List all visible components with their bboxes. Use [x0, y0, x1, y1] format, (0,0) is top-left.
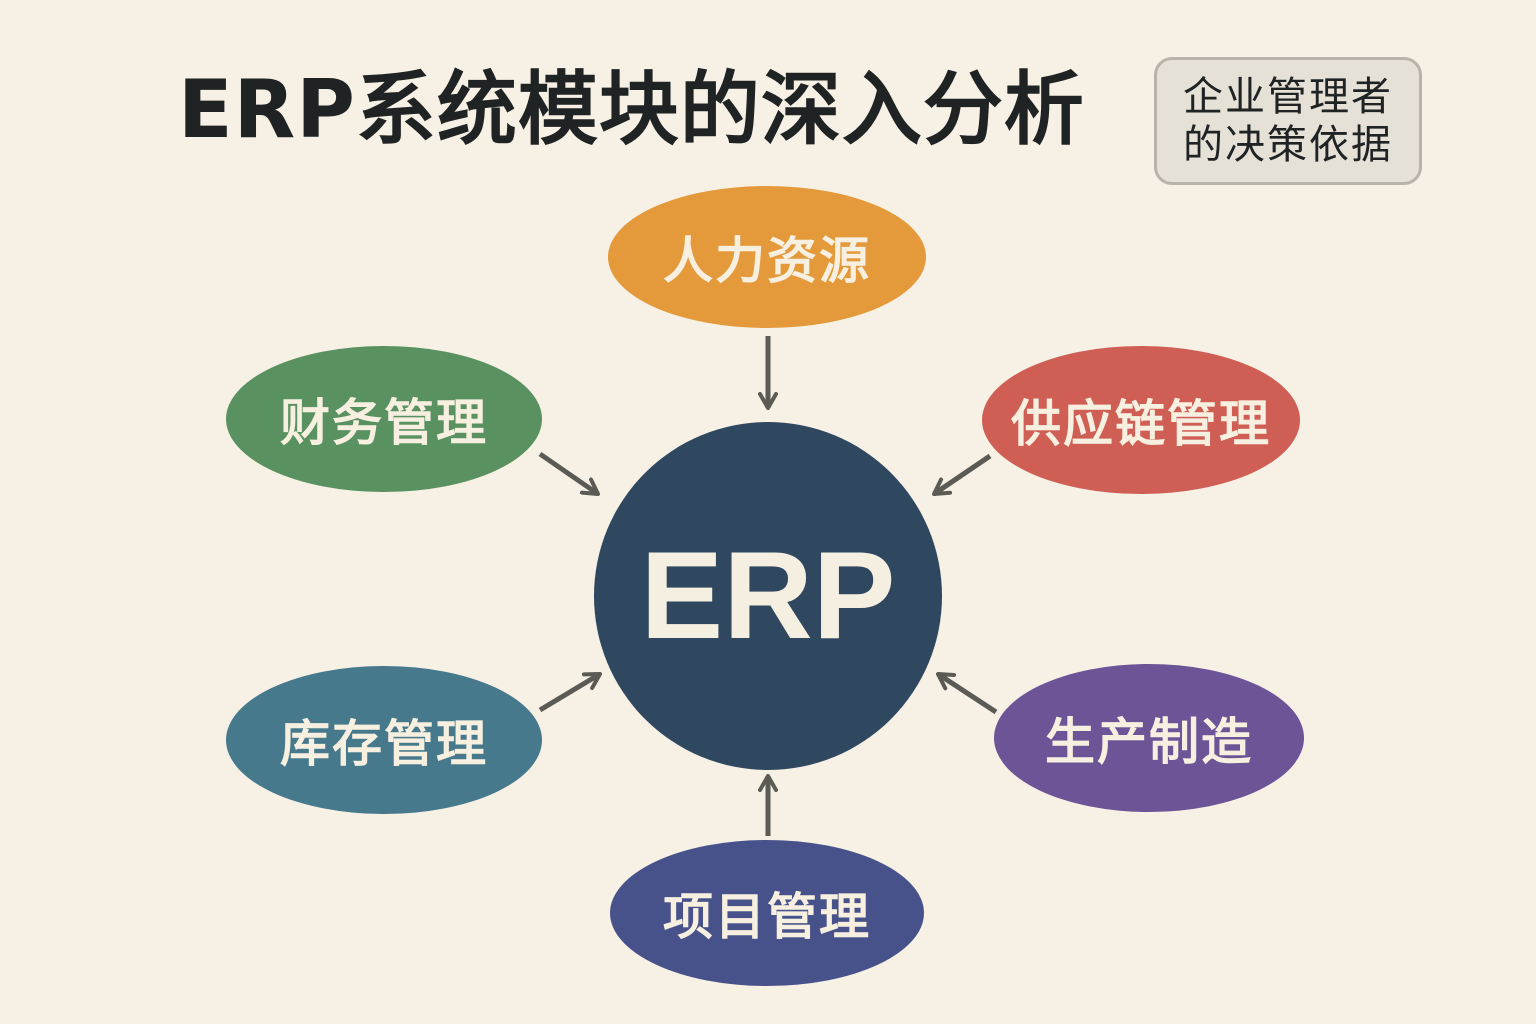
module-project: 项目管理	[610, 840, 924, 986]
module-supply-chain: 供应链管理	[982, 346, 1300, 494]
module-inventory: 库存管理	[226, 666, 542, 814]
erp-core-circle: ERP	[594, 422, 942, 770]
page-title: ERP系统模块的深入分析	[178, 63, 1085, 156]
module-inventory-label: 库存管理	[280, 715, 488, 773]
badge-line-1: 企业管理者	[1183, 74, 1393, 120]
erp-core-label: ERP	[640, 527, 896, 665]
module-finance-label: 财务管理	[280, 394, 488, 452]
arrow-production	[936, 671, 998, 715]
badge-line-2: 的决策依据	[1183, 122, 1393, 168]
module-production-label: 生产制造	[1045, 713, 1253, 771]
audience-badge: 企业管理者 的决策依据	[1154, 57, 1422, 185]
module-supply-chain-label: 供应链管理	[1011, 395, 1271, 453]
arrow-supply	[932, 453, 992, 497]
arrow-inventory	[538, 671, 602, 713]
module-finance: 财务管理	[226, 346, 542, 492]
module-project-label: 项目管理	[663, 888, 871, 946]
arrow-finance	[538, 451, 600, 497]
module-hr-label: 人力资源	[663, 232, 871, 290]
module-production: 生产制造	[994, 664, 1304, 812]
module-hr: 人力资源	[608, 186, 926, 328]
